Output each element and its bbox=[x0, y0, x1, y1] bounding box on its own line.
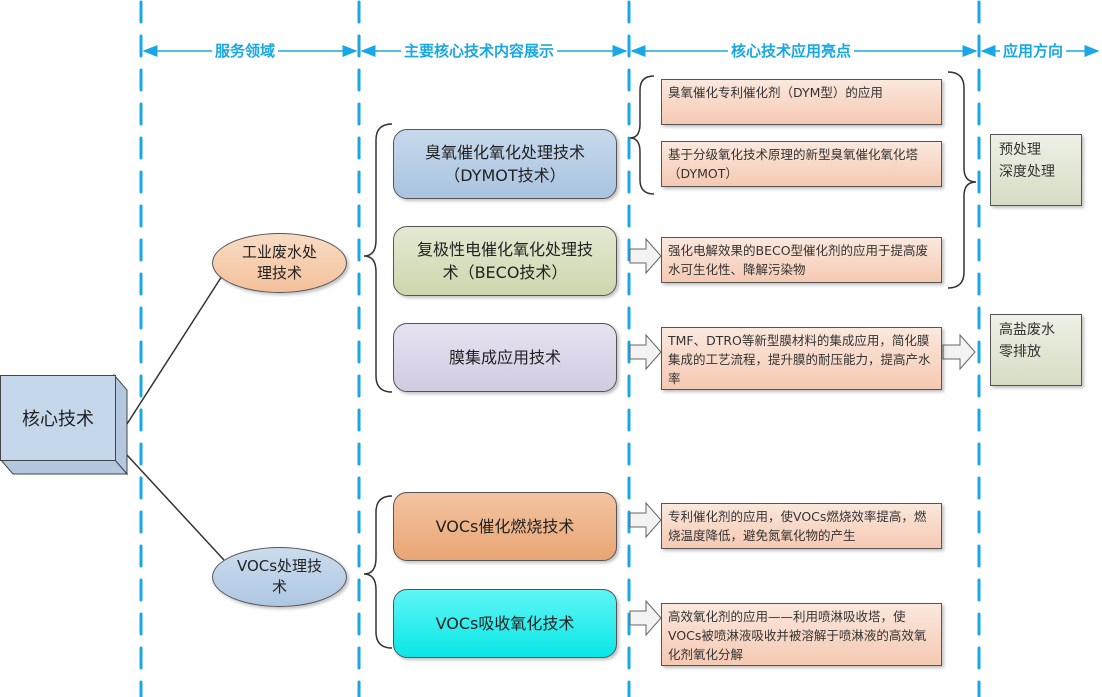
domain-vocs[interactable]: VOCs处理技 术 bbox=[212, 547, 347, 607]
tech-dymot[interactable]: 臭氧催化氧化处理技术 （DYMOT技术） bbox=[393, 129, 617, 199]
highlight-text: TMF、DTRO等新型膜材料的集成应用，简化膜集成的工艺流程，提升膜的耐压能力，… bbox=[668, 333, 931, 386]
domain-industrial-wastewater[interactable]: 工业废水处 理技术 bbox=[212, 233, 347, 293]
highlight-box: TMF、DTRO等新型膜材料的集成应用，简化膜集成的工艺流程，提升膜的耐压能力，… bbox=[661, 327, 942, 390]
tech-label: VOCs吸收氧化技术 bbox=[435, 614, 575, 633]
column-header-service-domain: 服务领域 bbox=[212, 40, 279, 62]
highlight-text: 强化电解效果的BECO型催化剂的应用于提高废水可生化性、降解污染物 bbox=[668, 243, 929, 277]
application-line: 深度处理 bbox=[999, 164, 1055, 180]
root-node[interactable]: 核心技术 bbox=[0, 375, 116, 461]
application-box-pretreatment: 预处理 深度处理 bbox=[990, 134, 1082, 206]
brace bbox=[363, 495, 393, 649]
application-box-zero-discharge: 高盐废水 零排放 bbox=[990, 314, 1082, 386]
brace bbox=[947, 71, 977, 289]
connector-line bbox=[126, 275, 223, 425]
application-line: 零排放 bbox=[999, 344, 1041, 360]
highlight-text: 基于分级氧化技术原理的新型臭氧催化氧化塔（DYMOT） bbox=[668, 147, 919, 181]
tech-label: 臭氧催化氧化处理技术 （DYMOT技术） bbox=[424, 143, 585, 185]
block-arrow bbox=[629, 237, 662, 275]
domain-label: 工业废水处 理技术 bbox=[241, 243, 317, 282]
highlight-text: 专利催化剂的应用，使VOCs燃烧效率提高，燃烧温度降低，避免氮氧化物的产生 bbox=[668, 509, 927, 543]
column-header-core-technologies: 主要核心技术内容展示 bbox=[401, 40, 558, 62]
root-node-label: 核心技术 bbox=[22, 409, 94, 430]
block-arrow bbox=[629, 599, 662, 637]
highlight-box: 基于分级氧化技术原理的新型臭氧催化氧化塔（DYMOT） bbox=[661, 141, 942, 187]
tech-membrane[interactable]: 膜集成应用技术 bbox=[393, 323, 617, 392]
domain-label: VOCs处理技 术 bbox=[236, 557, 323, 596]
brace bbox=[629, 75, 655, 195]
application-line: 高盐废水 bbox=[999, 322, 1055, 338]
brace bbox=[363, 123, 393, 393]
tech-label: 膜集成应用技术 bbox=[448, 348, 561, 367]
connector-line bbox=[126, 454, 225, 561]
block-arrow bbox=[629, 333, 662, 371]
highlight-box: 高效氧化剂的应用——利用喷淋吸收塔，使VOCs被喷淋液吸收并被溶解于喷淋液的高效… bbox=[661, 603, 942, 666]
highlight-text: 高效氧化剂的应用——利用喷淋吸收塔，使VOCs被喷淋液吸收并被溶解于喷淋液的高效… bbox=[668, 609, 927, 662]
highlight-box: 专利催化剂的应用，使VOCs燃烧效率提高，燃烧温度降低，避免氮氧化物的产生 bbox=[661, 503, 942, 549]
tech-vocs-catalytic-combustion[interactable]: VOCs催化燃烧技术 bbox=[393, 492, 617, 561]
block-arrow bbox=[942, 333, 976, 371]
column-header-application: 应用方向 bbox=[1000, 40, 1067, 62]
highlight-box: 臭氧催化专利催化剂（DYM型）的应用 bbox=[661, 79, 942, 125]
block-arrow bbox=[629, 501, 662, 539]
tech-vocs-absorption-oxidation[interactable]: VOCs吸收氧化技术 bbox=[393, 589, 617, 658]
application-line: 预处理 bbox=[999, 142, 1041, 158]
column-header-highlights: 核心技术应用亮点 bbox=[728, 40, 855, 62]
highlight-box: 强化电解效果的BECO型催化剂的应用于提高废水可生化性、降解污染物 bbox=[661, 237, 942, 283]
tech-label: VOCs催化燃烧技术 bbox=[435, 517, 575, 536]
tech-beco[interactable]: 复极性电催化氧化处理技 术（BECO技术） bbox=[393, 226, 617, 296]
tech-label: 复极性电催化氧化处理技 术（BECO技术） bbox=[416, 240, 593, 282]
highlight-text: 臭氧催化专利催化剂（DYM型）的应用 bbox=[668, 85, 883, 100]
